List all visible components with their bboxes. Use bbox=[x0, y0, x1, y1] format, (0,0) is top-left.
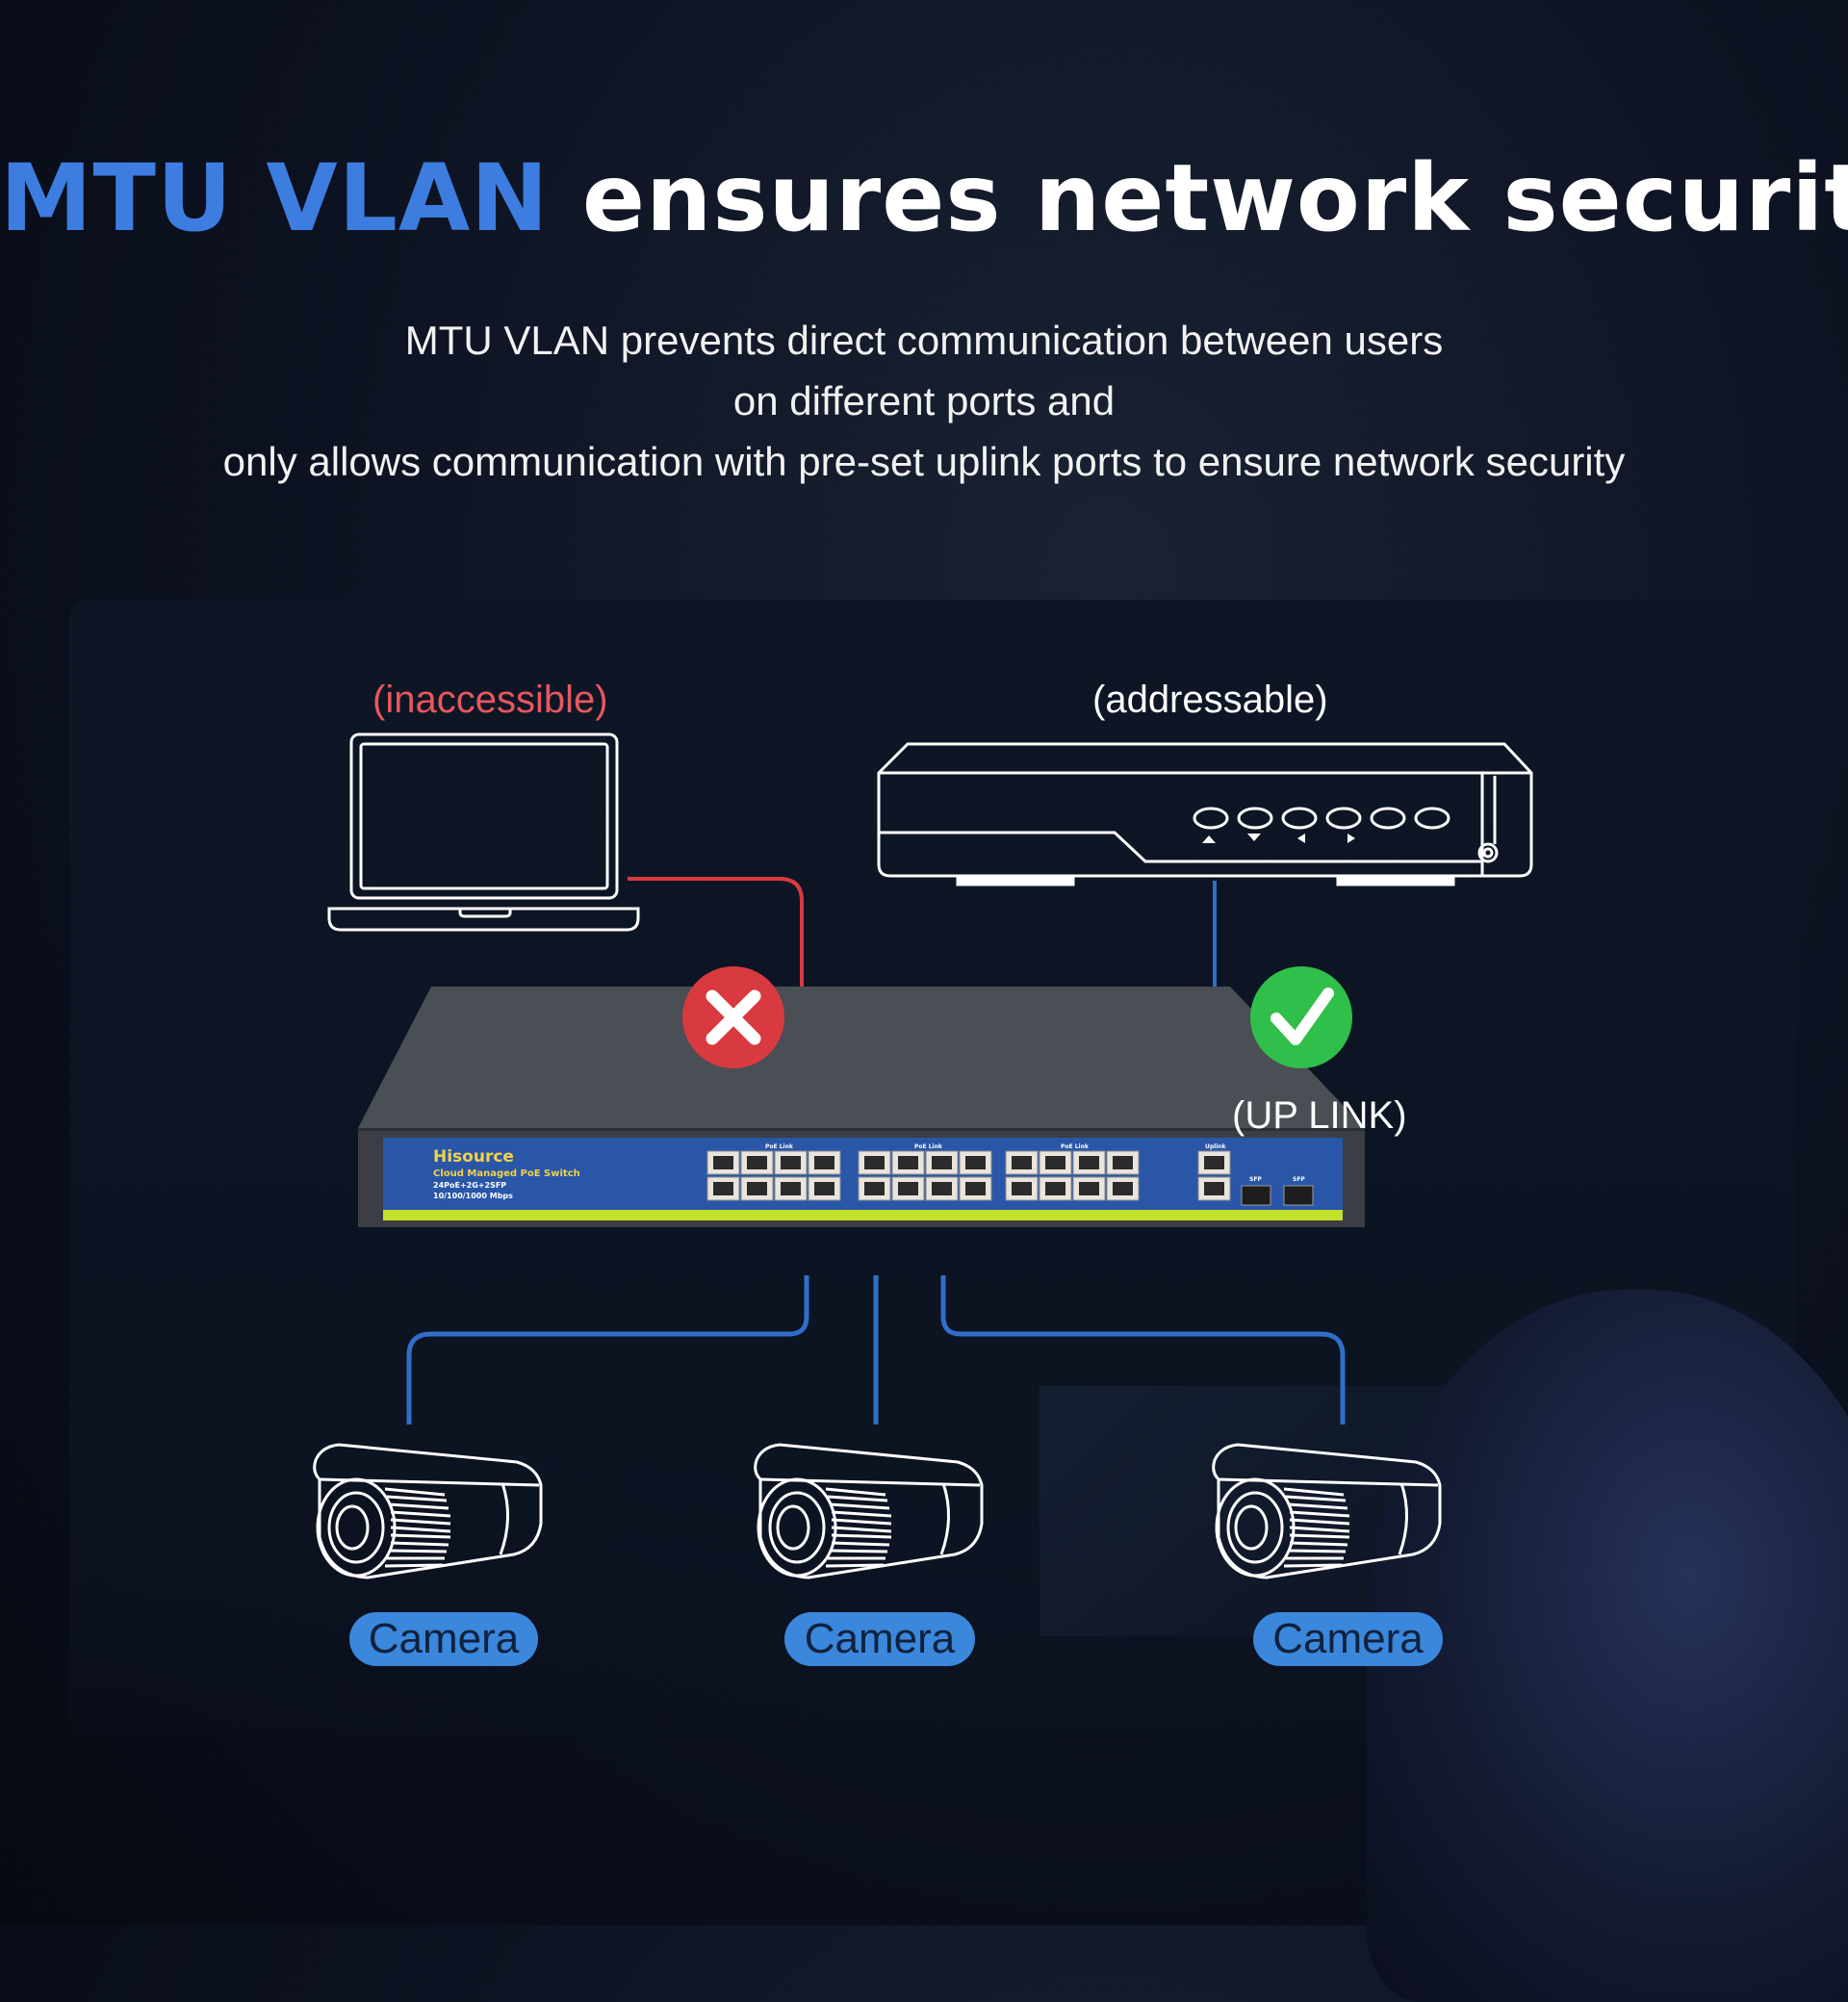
rj45-socket-13 bbox=[932, 1156, 952, 1169]
rj45-socket-23 bbox=[1113, 1156, 1133, 1169]
camera-link-3 bbox=[943, 1275, 1343, 1424]
port-group-label-3: PoE Link bbox=[1061, 1143, 1090, 1150]
rj45-socket-17 bbox=[1012, 1156, 1032, 1169]
switch-speed: 10/100/1000 Mbps bbox=[433, 1192, 513, 1200]
rj45-socket-9 bbox=[864, 1156, 885, 1169]
rj45-socket-18 bbox=[1012, 1182, 1032, 1195]
rj45-socket-26 bbox=[1204, 1182, 1224, 1195]
bullet-camera-icon bbox=[1214, 1445, 1440, 1578]
sfp-port-2 bbox=[1284, 1186, 1313, 1205]
rj45-socket-8 bbox=[814, 1182, 834, 1195]
camera-label: Camera bbox=[1253, 1612, 1443, 1666]
port-group-label-4: Uplink bbox=[1205, 1143, 1227, 1150]
rj45-socket-4 bbox=[747, 1182, 767, 1195]
rj45-socket-1 bbox=[713, 1156, 733, 1169]
camera-link-1 bbox=[409, 1275, 807, 1424]
addressable-label: (addressable) bbox=[1092, 679, 1328, 722]
rj45-socket-10 bbox=[864, 1182, 885, 1195]
rj45-socket-24 bbox=[1113, 1182, 1133, 1195]
switch-ports: 24PoE+2G+2SFP bbox=[433, 1181, 506, 1190]
rj45-socket-6 bbox=[781, 1182, 801, 1195]
rj45-socket-21 bbox=[1079, 1156, 1099, 1169]
sfp-port-1 bbox=[1242, 1186, 1270, 1205]
rj45-socket-20 bbox=[1045, 1182, 1065, 1195]
port-group-label-6: SFP bbox=[1293, 1176, 1305, 1183]
rj45-socket-12 bbox=[898, 1182, 918, 1195]
rj45-socket-5 bbox=[781, 1156, 801, 1169]
rj45-socket-14 bbox=[932, 1182, 952, 1195]
rj45-socket-3 bbox=[747, 1156, 767, 1169]
inaccessible-label: (inaccessible) bbox=[372, 679, 608, 722]
rj45-socket-2 bbox=[713, 1182, 733, 1195]
port-group-label-2: PoE Link bbox=[914, 1143, 943, 1150]
cross-icon bbox=[682, 966, 784, 1068]
switch-model: Cloud Managed PoE Switch bbox=[433, 1168, 580, 1179]
rj45-socket-25 bbox=[1204, 1156, 1224, 1169]
switch-port-array bbox=[707, 1151, 1313, 1205]
rj45-socket-11 bbox=[898, 1156, 918, 1169]
rj45-socket-16 bbox=[965, 1182, 986, 1195]
camera-label: Camera bbox=[349, 1612, 538, 1666]
rj45-socket-22 bbox=[1079, 1182, 1099, 1195]
laptop-icon bbox=[329, 734, 638, 930]
check-icon bbox=[1250, 966, 1352, 1068]
rj45-socket-15 bbox=[965, 1156, 986, 1169]
bullet-camera-icon bbox=[756, 1445, 982, 1578]
port-group-label-1: PoE Link bbox=[765, 1143, 794, 1150]
uplink-label: (UP LINK) bbox=[1232, 1094, 1407, 1138]
nvr-arrows bbox=[1202, 834, 1355, 843]
rj45-socket-19 bbox=[1045, 1156, 1065, 1169]
port-group-label-5: SFP bbox=[1249, 1176, 1262, 1183]
camera-label: Camera bbox=[784, 1612, 975, 1666]
switch-brand: Hisource bbox=[433, 1147, 514, 1167]
nvr-recorder-icon bbox=[879, 744, 1531, 885]
rj45-socket-7 bbox=[814, 1156, 834, 1169]
bullet-camera-icon bbox=[315, 1445, 541, 1578]
